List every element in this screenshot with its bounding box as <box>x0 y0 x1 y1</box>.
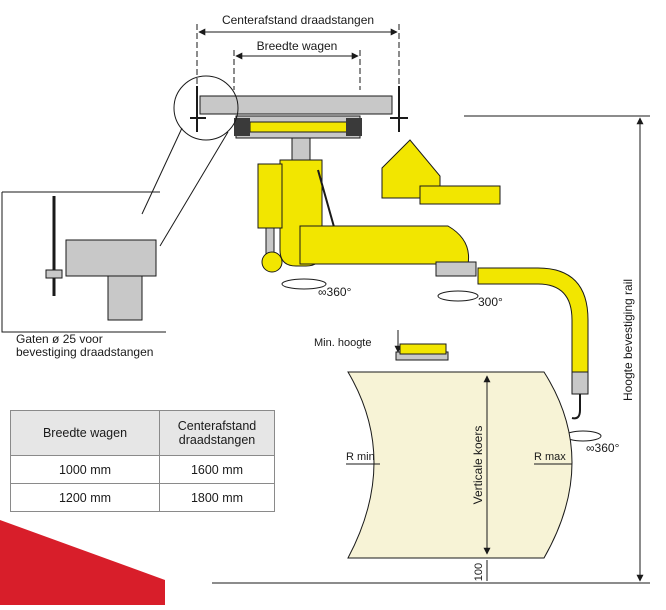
min-height-trolley <box>399 343 447 355</box>
detail-frame <box>1 191 166 333</box>
detail-nut <box>45 269 63 279</box>
table-cell: 1800 mm <box>159 483 275 512</box>
working-envelope <box>347 371 573 559</box>
center-distance-label: Centerafstand draadstangen <box>222 13 374 27</box>
column-base-joint <box>261 251 283 273</box>
trolley-bar <box>249 121 351 133</box>
detail-circle <box>173 75 239 141</box>
pneumatic-cylinder <box>257 163 283 229</box>
column-head <box>291 137 311 161</box>
detail-beam <box>65 239 157 277</box>
table-cell: 1600 mm <box>159 455 275 484</box>
rail-beam <box>199 95 393 115</box>
rotation-hook-label: ∞360° <box>586 441 620 455</box>
callout-line-top <box>141 127 183 215</box>
guide-rod <box>317 169 337 235</box>
holes-line-1: Gaten ø 25 voor <box>16 332 103 346</box>
r-max-label: R max <box>534 451 566 463</box>
trolley-width-label: Breedte wagen <box>257 39 338 53</box>
vertical-course-label: Verticale koers <box>471 426 485 505</box>
cranked-arm <box>477 267 589 373</box>
arm-joint-housing <box>435 261 477 277</box>
detail-bracket <box>107 275 143 321</box>
trolley-wheel-left <box>234 118 250 136</box>
trolley-wheel-right <box>346 118 362 136</box>
table-header-row: Breedte wagen Centerafstand draadstangen <box>10 410 275 456</box>
r-min-label: R min <box>346 451 375 463</box>
table-header-center-distance: Centerafstand draadstangen <box>159 410 275 456</box>
table-header-trolley-width: Breedte wagen <box>10 410 160 456</box>
red-corner-decoration <box>0 520 165 605</box>
folded-arm-extension <box>419 185 501 205</box>
dimension-trolley-width <box>233 50 361 90</box>
dimension-center-distance <box>196 24 400 110</box>
cylinder-rod <box>265 227 275 255</box>
load-hook <box>571 394 581 420</box>
table-cell: 1000 mm <box>10 455 160 484</box>
holes-line-2: bevestiging draadstangen <box>16 345 153 359</box>
min-height-label: Min. hoogte <box>314 337 371 349</box>
horizontal-arm <box>299 225 470 265</box>
rotation-arrow-lower <box>281 278 327 290</box>
table-row: 1000 mm 1600 mm <box>10 455 275 484</box>
callout-line-bottom <box>159 131 229 247</box>
clearance-label: 100 <box>473 563 485 581</box>
rotation-lower-label: ∞360° <box>318 285 352 299</box>
threaded-rods <box>190 86 408 132</box>
table-row: 1200 mm 1800 mm <box>10 483 275 512</box>
hook-swivel <box>571 371 589 395</box>
rotation-arrow-arm <box>437 290 479 302</box>
specification-table: Breedte wagen Centerafstand draadstangen… <box>10 410 275 512</box>
table-cell: 1200 mm <box>10 483 160 512</box>
rotation-arm-label: 300° <box>478 295 503 309</box>
rail-height-label: Hoogte bevestiging rail <box>621 279 635 401</box>
